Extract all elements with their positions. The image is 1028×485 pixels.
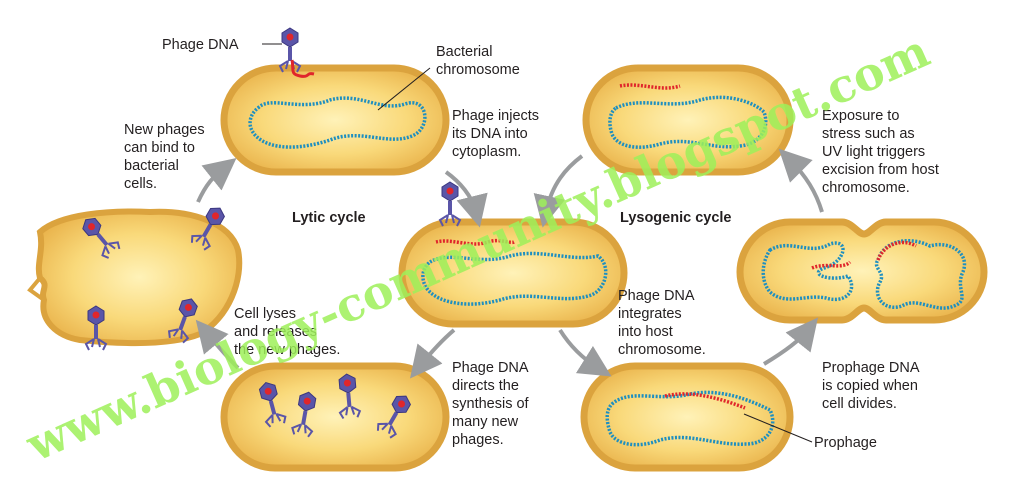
arrow-integrates xyxy=(558,328,612,377)
cell-bottom-right xyxy=(580,362,794,472)
cell-top-center xyxy=(220,64,450,176)
cycle-arrows xyxy=(195,148,824,379)
label-bacterial-chromosome: Bacterial chromosome xyxy=(436,44,520,78)
cytoplasm-phage-dna xyxy=(435,238,515,246)
label-prophage: Prophage xyxy=(814,435,877,451)
cell-top-right xyxy=(582,64,794,176)
chromosome-copy-right xyxy=(874,238,967,310)
prophage-copy-right xyxy=(876,240,917,261)
label-phage-injects: Phage injects its DNA into cytoplasm. xyxy=(452,108,543,160)
label-phage-dna-directs: Phage DNA directs the synthesis of many … xyxy=(452,360,533,448)
label-lysogenic-cycle: Lysogenic cycle xyxy=(620,210,732,226)
prophage-dna xyxy=(664,392,746,410)
label-phage-dna-integrates: Phage DNA integrates into host chromosom… xyxy=(618,288,706,358)
lysed-cell xyxy=(27,202,243,351)
host-chromosome-dna xyxy=(605,390,775,447)
phage-injecting-icon xyxy=(279,27,315,78)
arrow-lysogenic-in xyxy=(533,154,584,228)
label-new-phages-bind: New phages can bind to bacterial cells. xyxy=(124,122,209,192)
excised-phage-dna xyxy=(619,83,681,90)
cell-bottom-center xyxy=(220,362,450,472)
leader-bacterial-chromosome xyxy=(377,67,431,111)
cell-dividing xyxy=(736,218,988,324)
host-chromosome-dna xyxy=(421,251,608,306)
arrow-directs-synthesis xyxy=(410,328,456,379)
arrow-new-phages-bind xyxy=(196,158,237,203)
cell-center xyxy=(398,218,628,328)
prophage-copy-left xyxy=(811,260,852,270)
arrow-cell-lyses xyxy=(195,319,240,370)
leader-lines xyxy=(262,43,813,443)
label-phage-dna: Phage DNA xyxy=(162,37,239,53)
leader-prophage xyxy=(743,413,813,443)
host-chromosome-dna xyxy=(608,95,768,149)
arrow-excision xyxy=(778,148,824,213)
arrow-prophage-copied xyxy=(762,317,818,366)
chromosome-copy-left xyxy=(761,241,854,302)
label-prophage-copied: Prophage DNA is copied when cell divides… xyxy=(822,360,923,412)
label-cell-lyses: Cell lyses and releases the new phages. xyxy=(234,306,340,358)
label-exposure-to-stress: Exposure to stress such as UV light trig… xyxy=(822,108,943,196)
bacterial-chromosome-dna xyxy=(248,96,427,149)
arrow-phage-injects xyxy=(444,170,488,228)
label-lytic-cycle: Lytic cycle xyxy=(292,210,366,226)
